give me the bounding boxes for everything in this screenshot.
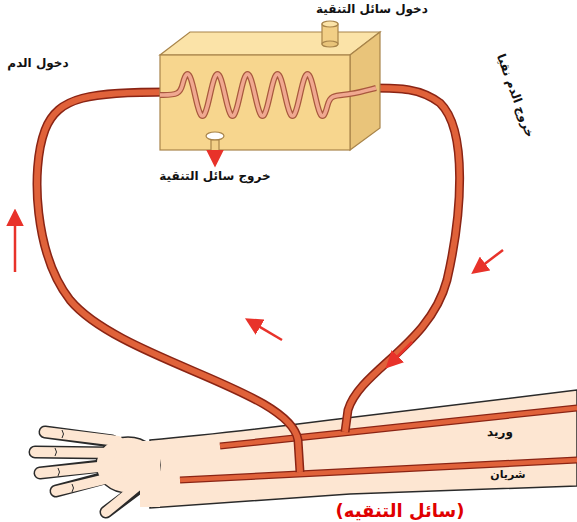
flow-arrow (388, 342, 412, 366)
coil-outline (160, 74, 376, 116)
artery-label: شريان (488, 469, 527, 482)
coil-tube (160, 74, 376, 116)
fluid-outlet-pipe (211, 140, 219, 152)
fluid-inlet-label: دخول سائل التنقية (314, 3, 430, 17)
flow-arrow (474, 250, 503, 272)
fingers (35, 432, 140, 512)
clean-blood-outlet-label: خروج الدم نقيا (493, 51, 537, 142)
flow-arrows (15, 152, 503, 366)
fluid-outlet (206, 132, 224, 140)
flow-arrow (14, 212, 17, 272)
knuckle-lines (55, 430, 74, 492)
flow-arrow (214, 152, 217, 164)
flow-arrow (248, 320, 282, 340)
fluid-inlet-base (322, 41, 338, 47)
fluid-inlet-top (322, 21, 338, 27)
arm (35, 390, 577, 512)
vein-label: وريد (485, 426, 515, 440)
dialyzer-box (160, 21, 380, 152)
blood-inlet-label: دخول الدم (5, 57, 70, 71)
box-top (160, 32, 380, 55)
fluid-outlet-label: خروج سائل التنقية (157, 170, 272, 184)
coil (160, 74, 376, 116)
forearm (150, 390, 577, 508)
caption-note: (سائل التنقيه) (334, 501, 467, 522)
wrist (140, 441, 160, 507)
